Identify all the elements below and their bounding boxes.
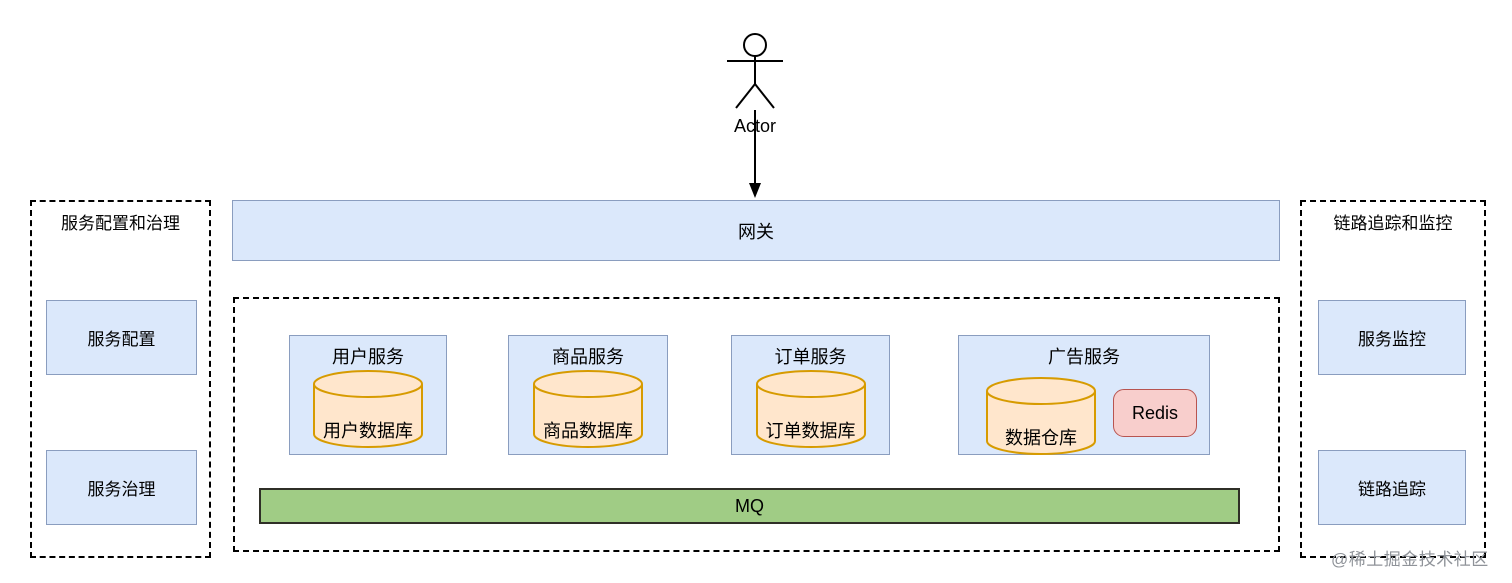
service-box-user[interactable]: 用户服务 用户数据库 [289, 335, 447, 455]
service-box-ad[interactable]: 广告服务 数据仓库 Redis [958, 335, 1210, 455]
node-service-monitoring[interactable]: 服务监控 [1318, 300, 1466, 375]
order-database-label: 订单数据库 [765, 421, 856, 441]
node-link-tracing[interactable]: 链路追踪 [1318, 450, 1466, 525]
service-box-order[interactable]: 订单服务 订单数据库 [731, 335, 890, 455]
database-cylinder-icon [313, 370, 423, 448]
node-service-governance[interactable]: 服务治理 [46, 450, 197, 525]
data-warehouse-node[interactable]: 数据仓库 [981, 376, 1101, 456]
right-panel-title: 链路追踪和监控 [1333, 214, 1453, 233]
services-cluster-boundary [233, 297, 1280, 552]
right-panel-tracing-monitoring: 链路追踪和监控 服务监控 链路追踪 [1300, 200, 1486, 558]
mq-bar[interactable]: MQ [259, 488, 1240, 524]
watermark: @稀土掘金技术社区 [1331, 550, 1489, 569]
database-cylinder-icon [986, 377, 1096, 455]
gateway-label: 网关 [738, 221, 774, 242]
user-database-label: 用户数据库 [323, 421, 413, 441]
service-title-user: 用户服务 [332, 347, 404, 367]
actor-node[interactable]: Actor [705, 30, 805, 200]
gateway-node[interactable]: 网关 [232, 200, 1280, 261]
actor-stick-figure-icon [727, 33, 783, 198]
service-box-product[interactable]: 商品服务 商品数据库 [508, 335, 668, 455]
redis-node[interactable]: Redis [1113, 389, 1197, 437]
user-database-node[interactable]: 用户数据库 [308, 369, 428, 449]
database-cylinder-icon [755, 370, 866, 448]
service-title-product: 商品服务 [552, 347, 624, 367]
data-warehouse-label: 数据仓库 [1005, 428, 1077, 448]
service-title-ad: 广告服务 [1048, 347, 1120, 367]
database-cylinder-icon [533, 370, 643, 448]
node-service-config[interactable]: 服务配置 [46, 300, 197, 375]
product-database-node[interactable]: 商品数据库 [528, 369, 648, 449]
actor-label: Actor [733, 116, 776, 136]
order-database-node[interactable]: 订单数据库 [751, 369, 871, 449]
left-panel-config-governance: 服务配置和治理 服务配置 服务治理 [30, 200, 211, 558]
service-title-order: 订单服务 [774, 347, 847, 367]
mq-label: MQ [735, 495, 764, 516]
left-panel-title: 服务配置和治理 [61, 214, 180, 233]
arrowhead-icon [749, 183, 761, 198]
product-database-label: 商品数据库 [543, 421, 633, 441]
